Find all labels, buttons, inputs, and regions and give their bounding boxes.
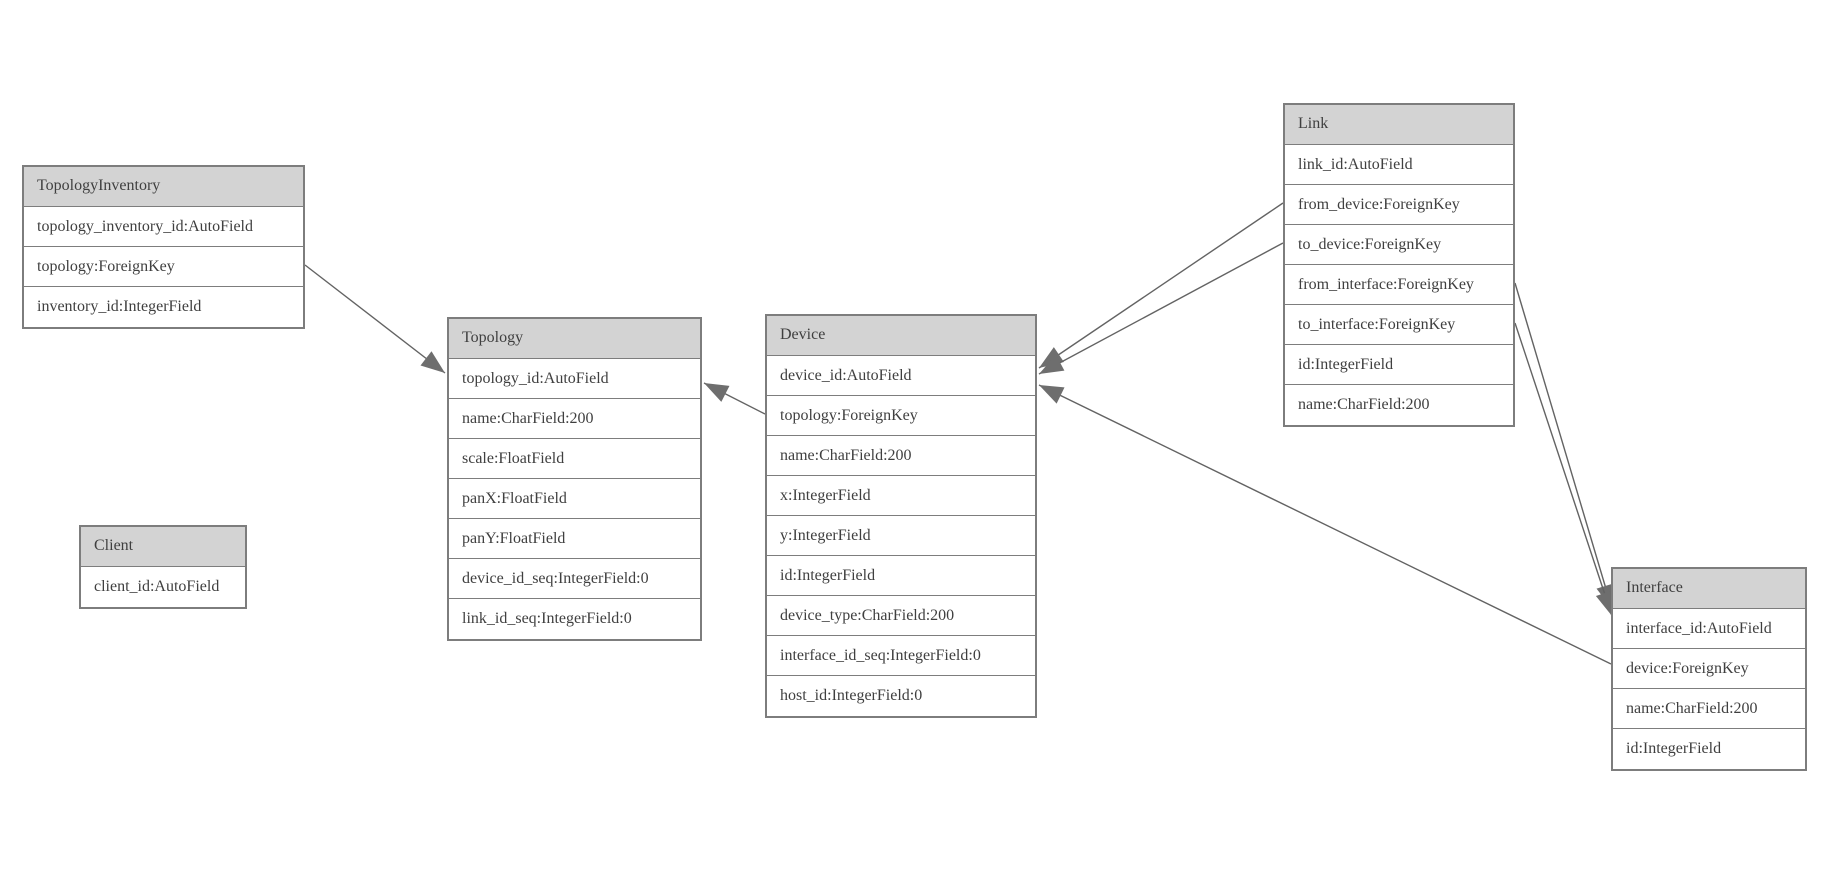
entity-title: Interface [1613, 569, 1805, 609]
entity-field: host_id:IntegerField:0 [767, 676, 1035, 716]
entity-field: device_type:CharField:200 [767, 596, 1035, 636]
entity-field: device_id_seq:IntegerField:0 [449, 559, 700, 599]
entity-field: link_id:AutoField [1285, 145, 1513, 185]
entity-field: panY:FloatField [449, 519, 700, 559]
entity-field: x:IntegerField [767, 476, 1035, 516]
entity-field: name:CharField:200 [1613, 689, 1805, 729]
relationship-line-link-from_interface [1514, 282, 1614, 610]
entity-field: to_interface:ForeignKey [1285, 305, 1513, 345]
entity-field: device:ForeignKey [1613, 649, 1805, 689]
entity-title: Device [767, 316, 1035, 356]
relationship-line-interface-device [1038, 384, 1612, 665]
entity-field: panX:FloatField [449, 479, 700, 519]
relationship-line-link-to_interface [1514, 322, 1614, 617]
entity-field: topology:ForeignKey [767, 396, 1035, 436]
entity-field: scale:FloatField [449, 439, 700, 479]
entity-title: Link [1285, 105, 1513, 145]
relationship-line-topologyinventory-topology [304, 264, 446, 374]
entity-title: Client [81, 527, 245, 567]
entity-field: client_id:AutoField [81, 567, 245, 607]
entity-title: TopologyInventory [24, 167, 303, 207]
entity-field: name:CharField:200 [449, 399, 700, 439]
entity-field: to_device:ForeignKey [1285, 225, 1513, 265]
entity-field: id:IntegerField [1613, 729, 1805, 769]
entity-field: interface_id:AutoField [1613, 609, 1805, 649]
entity-field: y:IntegerField [767, 516, 1035, 556]
entity-field: topology_id:AutoField [449, 359, 700, 399]
entity-field: id:IntegerField [1285, 345, 1513, 385]
entity-title: Topology [449, 319, 700, 359]
entity-field: from_device:ForeignKey [1285, 185, 1513, 225]
entity-field: name:CharField:200 [1285, 385, 1513, 425]
entity-field: interface_id_seq:IntegerField:0 [767, 636, 1035, 676]
relationship-line-link-from_device [1038, 202, 1284, 369]
entity-field: link_id_seq:IntegerField:0 [449, 599, 700, 639]
relationship-lines [304, 202, 1614, 665]
entity-field: name:CharField:200 [767, 436, 1035, 476]
entity-field: device_id:AutoField [767, 356, 1035, 396]
relationship-line-device-topology [703, 382, 766, 415]
entity-field: inventory_id:IntegerField [24, 287, 303, 327]
entity-field: id:IntegerField [767, 556, 1035, 596]
entity-field: from_interface:ForeignKey [1285, 265, 1513, 305]
relationship-line-link-to_device [1038, 242, 1284, 375]
entity-field: topology:ForeignKey [24, 247, 303, 287]
entity-field: topology_inventory_id:AutoField [24, 207, 303, 247]
